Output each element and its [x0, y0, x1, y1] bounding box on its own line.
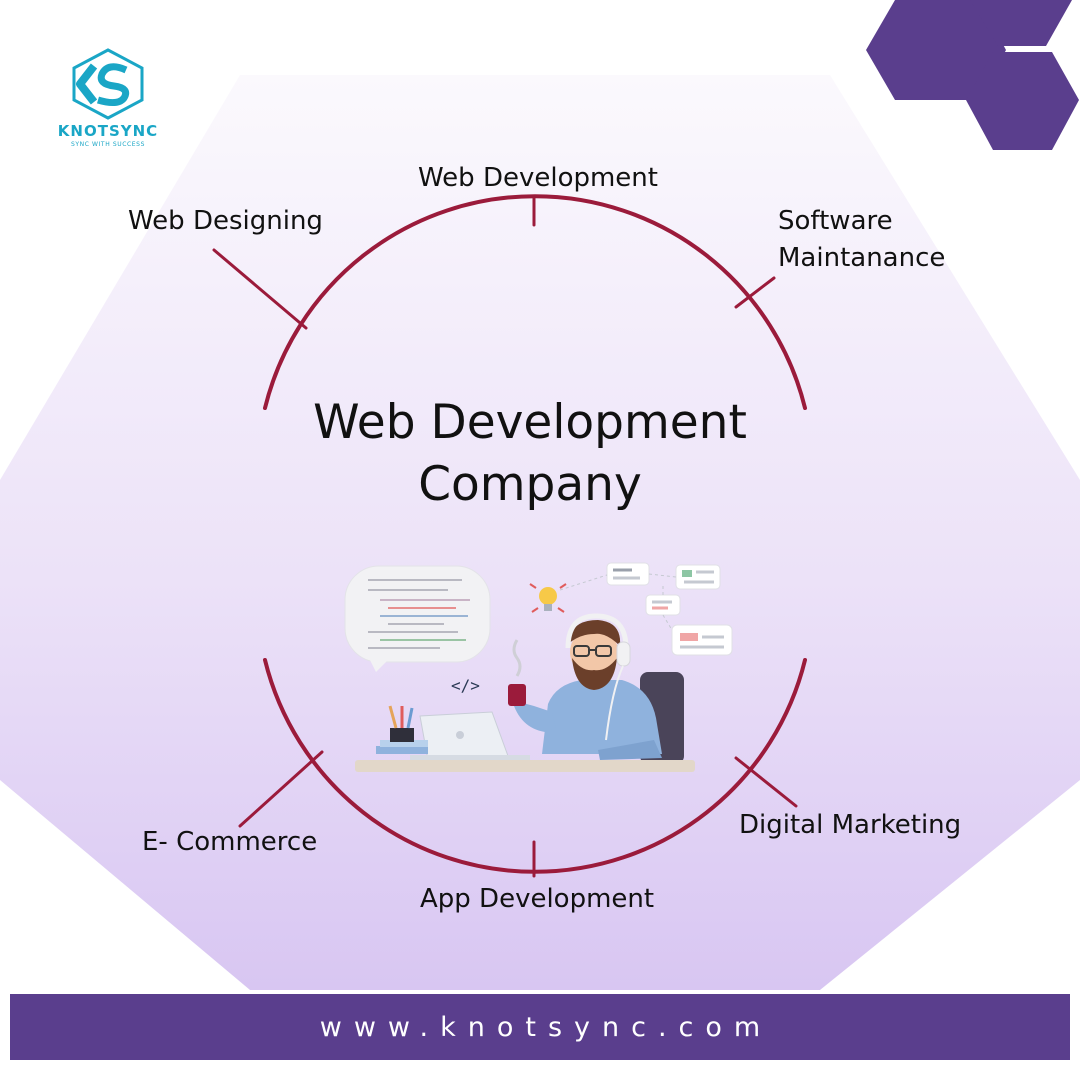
light-bulb-icon — [529, 583, 567, 613]
brand-name: KNOTSYNC — [57, 122, 159, 140]
connector-web-designing — [212, 248, 308, 330]
service-app-development: App Development — [420, 884, 655, 914]
developer-head — [570, 628, 618, 676]
large-hexagon-background — [0, 75, 1080, 990]
developer-illustration — [344, 562, 733, 772]
service-ring — [212, 194, 807, 878]
developer-body — [542, 680, 662, 754]
connector-e-commerce — [238, 750, 324, 828]
connector-software-maintanance — [734, 276, 776, 309]
decorative-hexagons — [866, 0, 1079, 150]
hexagon-top-left — [866, 0, 1006, 100]
hexagon-right — [966, 52, 1079, 150]
developer-hair — [568, 620, 621, 646]
ui-card-details — [613, 568, 724, 649]
coffee-cup-icon — [508, 684, 526, 706]
brand-tagline: SYNC WITH SUCCESS — [70, 141, 146, 148]
hexagon-top-right — [970, 0, 1072, 46]
website-link[interactable]: www.knotsync.com — [319, 1011, 773, 1043]
service-web-development: Web Development — [418, 163, 658, 193]
footer-bar: www.knotsync.com — [10, 994, 1070, 1060]
service-software-maintanance: Software Maintanance — [778, 203, 945, 277]
service-e-commerce: E- Commerce — [142, 827, 318, 857]
service-software-maintanance-line2: Maintanance — [778, 243, 946, 273]
desk — [355, 760, 695, 772]
steam-icon — [512, 639, 522, 677]
code-symbol-icon: </> — [451, 676, 480, 695]
knotsync-logo-icon — [72, 48, 144, 120]
connector-dashes — [559, 573, 677, 631]
page-title-line2: Company — [418, 457, 642, 512]
page-title-line1: Web Development — [313, 395, 747, 450]
service-digital-marketing: Digital Marketing — [739, 810, 962, 840]
service-software-maintanance-line1: Software — [778, 206, 893, 236]
ring-arc-top — [263, 194, 807, 410]
desk-items — [376, 705, 428, 754]
connector-digital-marketing — [734, 756, 798, 808]
knotsync-logo[interactable]: KNOTSYNC SYNC WITH SUCCESS — [38, 48, 178, 148]
code-lines-icon — [368, 579, 470, 649]
page-title: Web Development Company — [240, 392, 820, 516]
headphones-icon — [565, 613, 631, 741]
glasses-icon — [573, 645, 612, 657]
service-web-designing: Web Designing — [128, 206, 323, 236]
developer-beard — [572, 658, 617, 690]
